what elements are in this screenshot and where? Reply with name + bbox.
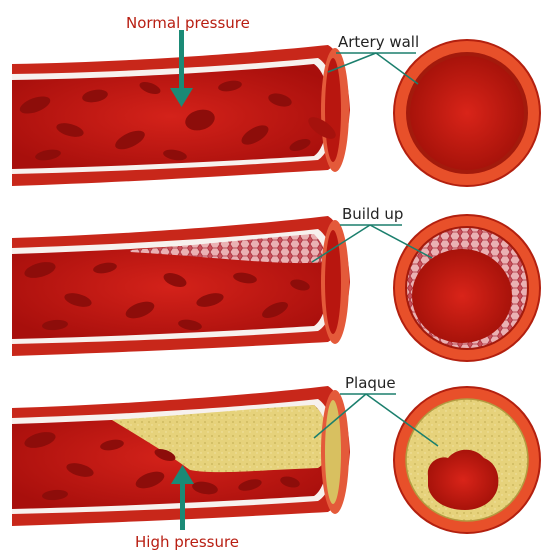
high-pressure-label: High pressure: [135, 533, 239, 551]
normal-pressure-label: Normal pressure: [126, 14, 250, 32]
cross-section-plaque: [394, 387, 540, 533]
artery-wall-label: Artery wall: [338, 33, 419, 51]
artery-buildup: [12, 216, 350, 356]
plaque-label: Plaque: [345, 374, 396, 392]
cross-section-buildup: [394, 215, 540, 361]
build-up-label: Build up: [342, 205, 403, 223]
cross-section-normal: [394, 40, 540, 186]
